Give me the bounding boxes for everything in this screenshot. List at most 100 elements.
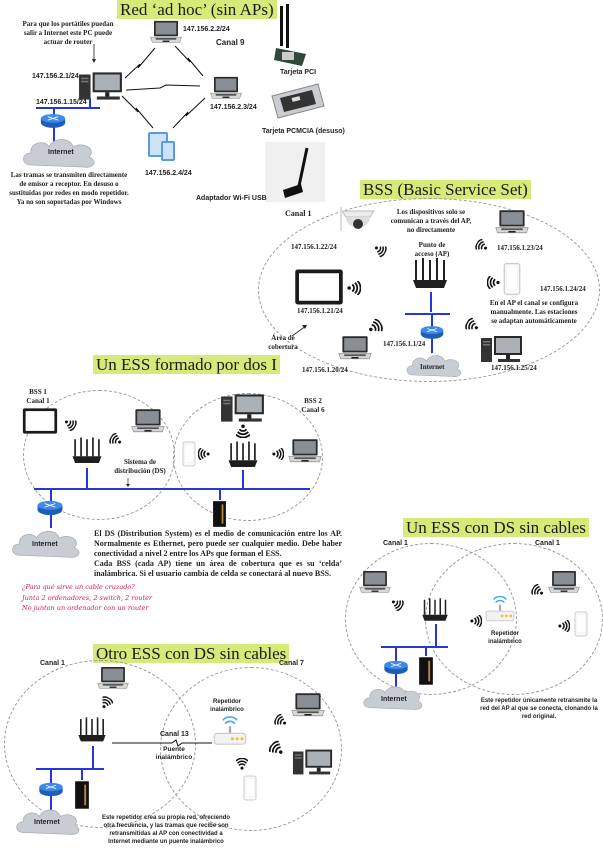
adhoc-router-note: Para que los portátiles puedan salir a I… [22,20,114,46]
ess-wireless-note: Este repetidor únicamente retransmite la… [480,698,598,720]
bss-phone-wifi-icon [487,276,500,289]
ess-wireless-laptop-left-icon [358,570,392,594]
ess-tablet-icon [22,407,58,435]
usb-adapter-label: Adaptador Wi-Fi USB [196,195,267,202]
ess-wireless-phone-icon [574,611,588,637]
ess-wireless2-title: Otro ESS con DS sin cables [93,644,290,663]
bss-ip-tablet: 147.156.1.21/24 [297,307,343,315]
ess-wireless2-bridge-label: Puente inalámbrico [155,746,193,761]
ess-phone-wifi-icon [198,448,210,460]
ess-wireless2-ap-drop [92,746,94,768]
ess-wireless-ap-icon [420,597,450,625]
ess-wireless2-laptop-left-icon [96,666,130,690]
ess-wireless-laptop-right-icon [547,570,581,594]
bss1-channel: Canal 1 [26,397,50,405]
ess-router-icon [36,500,64,516]
bss-tablet-wifi-icon [347,281,361,295]
adhoc-router-icon [40,113,66,129]
ess-ap1-icon [70,437,104,467]
ess-wireless2-repeater-label: Repetidor inalámbrico [210,699,244,713]
ess-wireless2-note: Este repetidor crea su propia red, ofrec… [101,815,231,845]
bss-ap-icon [410,257,450,293]
ess-wireless-router-icon [383,660,409,675]
bss-ip-laptop-bottom: 147.156.1.20/24 [302,366,348,374]
bss-camera-icon [340,207,375,231]
ess-server-icon [212,500,227,528]
bss-laptop-top-icon [494,209,530,235]
ess-wireless2-internet-label: Internet [34,819,60,826]
bss-ip-laptop-top: 147.156.1.23/24 [497,244,543,252]
ess-wireless2-bus [36,768,104,770]
adhoc-title: Red ‘ad hoc’ (sin APs) [117,0,277,19]
adhoc-bottom-note: Las tramas se transmiten directamente de… [9,171,129,206]
ess-wireless2-channel-left: Canal 1 [40,660,65,667]
ess-laptop2-icon [287,438,323,464]
ess-wireless2-right-area [160,667,342,831]
adhoc-ip-tablet: 147.156.2.4/24 [145,170,192,177]
ds-arrow [126,478,130,487]
ess-note: El DS (Distribution System) es el medio … [94,529,342,579]
ess-wireless-ap-drop [435,624,437,646]
ess-ds-label: Sistema de distribución (DS) [114,458,166,475]
bss-internet-label: Internet [420,363,445,371]
ess-wireless-channel-left: Canal 1 [383,540,408,547]
ess-ethernet-bus [34,488,310,490]
bss-ip-pc: 147.156.1.25/24 [491,364,537,372]
bss-laptop-bottom-icon [337,335,373,361]
pci-card-image [274,4,306,66]
bss-ip-phone: 147.156.1.24/24 [540,285,586,293]
ess-wireless2-ap-icon [76,716,108,746]
adhoc-ip-laptop-top: 147.156.2.2/24 [183,26,230,33]
ess-pc-wifi-icon [236,424,250,438]
adhoc-ip-laptop-right: 147.156.2.3/24 [210,104,257,111]
pci-card-label: Tarjeta PCI [280,69,317,76]
bss-coverage-label: Área de cobertura [268,334,298,351]
wireless-bridge-link [112,739,212,747]
handwritten-line: No juntan un ordenador con un router [22,604,149,612]
bss-router-icon [420,325,444,340]
ess-wireless2-channel-right: Canal 7 [279,660,304,667]
bss-ap-drop [430,292,432,312]
ess-server-drop [219,488,221,500]
adhoc-pc-drop [89,98,91,108]
adhoc-ethernet-bus [36,107,100,109]
adhoc-channel: Canal 9 [216,38,245,47]
ess-wireless2-pc-icon [292,747,334,777]
ess-laptop2-wifi-icon [272,448,284,460]
ess-wireless2-router-icon [38,782,64,797]
ess-wireless2-bridge-channel: Canal 13 [160,731,189,738]
bss-ap-label: Punto de acceso (AP) [414,241,450,258]
ess-internet-label: Internet [32,541,58,548]
adhoc-tablet-icon [148,132,175,161]
ess-wireless-server-drop [425,646,427,656]
adhoc-internet-label: Internet [48,149,74,156]
ess-wireless-internet-label: Internet [381,696,407,703]
ess-laptop1-icon [130,408,166,434]
ess-wireless-bus [381,646,448,648]
ess-wireless2-phone-icon [243,775,257,801]
adhoc-ip-pc-wifi: 147.156.2.1/24 [32,73,79,80]
pcmcia-card-image [271,83,325,119]
bss2-coverage-area [173,393,323,521]
ess-note-p1: El DS (Distribution System) es el medio … [94,529,342,558]
bss-tablet-icon [294,267,344,307]
bss-channel-note: En el AP el canal se configura manualmen… [489,299,579,325]
ess-wireless2-repeater-icon [212,715,248,747]
ess-wireless-channel-right: Canal 1 [535,540,560,547]
bss-phone-icon [503,262,521,296]
ess-ap2-icon [226,441,260,471]
handwritten-line: ¿Para qué sirve un cable cruzado? [22,583,135,591]
bss-title: BSS (Basic Service Set) [360,180,531,199]
ess-wireless2-laptop-right-icon [290,692,326,718]
pcmcia-card-label: Tarjeta PCMCIA (desuso) [262,128,345,135]
ess-note-p2: Cada BSS (cada AP) tiene un área de cobe… [94,559,342,578]
ess-wireless-phone-wifi-icon [558,620,570,632]
ess-wireless-server-icon [418,656,434,686]
ess-wireless-repeater-wifi-icon [470,615,482,627]
ess-ap2-drop [242,470,244,488]
coverage-arrow [291,325,307,337]
bss-top-note: Los dispositivos solo se comunican a tra… [390,208,472,234]
handwritten-line: Junta 2 ordenadores, 2 switch, 2 router [22,594,153,602]
